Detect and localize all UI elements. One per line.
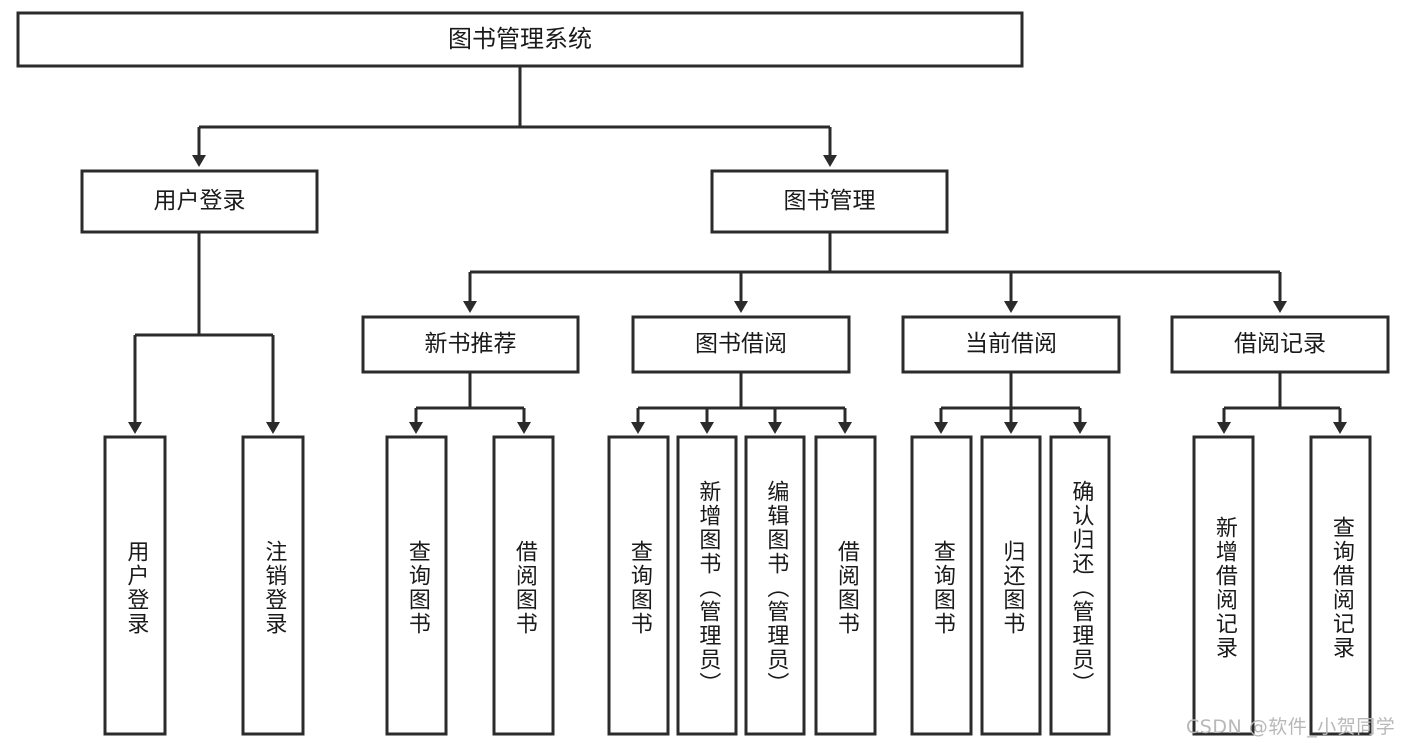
connector-group-current-borrow <box>934 372 1087 434</box>
node-box-leaf-borrow-book-2[interactable] <box>814 435 877 736</box>
connector-group-borrow-record <box>1217 372 1347 434</box>
node-box-root[interactable] <box>16 11 1024 68</box>
node-box-leaf-return-book[interactable] <box>980 435 1042 736</box>
node-box-leaf-borrow-book-1[interactable] <box>492 435 555 736</box>
node-box-leaf-confirm-return-admin[interactable] <box>1049 435 1111 736</box>
node-box-leaf-add-borrow-record[interactable] <box>1192 435 1255 736</box>
node-box-current-borrow[interactable] <box>901 315 1121 374</box>
connector-group-new-book-recommend <box>409 372 531 434</box>
node-box-leaf-add-book-admin[interactable] <box>676 435 738 736</box>
node-box-leaf-query-book-2[interactable] <box>607 435 670 736</box>
node-box-leaf-logout-login[interactable] <box>241 435 305 736</box>
connector-group-book-manage <box>463 232 1287 313</box>
csdn-watermark: CSDN @软件_小贺同学 <box>1186 716 1396 738</box>
node-box-user-login[interactable] <box>80 169 319 234</box>
node-box-borrow-record[interactable] <box>1170 315 1390 374</box>
node-box-book-borrow[interactable] <box>631 315 851 374</box>
connector-group-user-login <box>128 232 280 434</box>
connector-group-book-borrow <box>631 372 852 434</box>
node-box-leaf-edit-book-admin[interactable] <box>744 435 806 736</box>
node-box-new-book-recommend[interactable] <box>361 315 580 374</box>
node-box-leaf-query-borrow-record[interactable] <box>1309 435 1372 736</box>
node-box-book-manage[interactable] <box>710 169 949 234</box>
connector-group-root <box>192 66 837 167</box>
node-box-leaf-query-book-1[interactable] <box>385 435 448 736</box>
node-box-leaf-query-book-3[interactable] <box>910 435 973 736</box>
node-box-leaf-user-login[interactable] <box>103 435 167 736</box>
